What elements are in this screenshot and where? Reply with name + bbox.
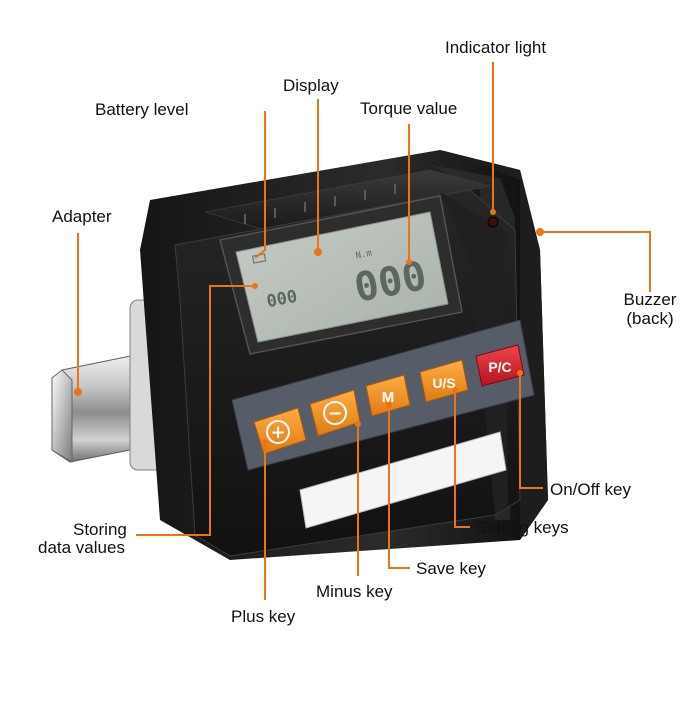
setting-key-label: U/S bbox=[432, 375, 455, 391]
callout-buzzer bbox=[540, 232, 650, 292]
indicator-light bbox=[488, 217, 498, 227]
callout-dot bbox=[517, 370, 523, 376]
callout-dot bbox=[452, 387, 458, 393]
label-minus-key: Minus key bbox=[316, 583, 393, 601]
label-torque-value: Torque value bbox=[360, 100, 457, 118]
label-on-off-key: On/Off key bbox=[550, 481, 631, 499]
callout-dot bbox=[262, 439, 268, 445]
label-setting-keys: Setting keys bbox=[476, 519, 569, 537]
callout-dot bbox=[536, 228, 544, 236]
label-adapter: Adapter bbox=[52, 208, 112, 226]
label-storing-line1: Storing bbox=[73, 521, 127, 539]
callout-dot bbox=[490, 209, 496, 215]
label-indicator-light: Indicator light bbox=[445, 39, 546, 57]
label-save-key: Save key bbox=[416, 560, 486, 578]
label-battery-level: Battery level bbox=[95, 101, 189, 119]
power-key-label: P/C bbox=[488, 359, 511, 375]
label-display: Display bbox=[283, 77, 339, 95]
callout-dot bbox=[386, 402, 392, 408]
plus-key-label: + bbox=[270, 422, 285, 443]
label-storing-line2: data values bbox=[38, 539, 125, 557]
minus-key-label: − bbox=[327, 403, 342, 424]
label-plus-key: Plus key bbox=[231, 608, 295, 626]
callout-dot bbox=[314, 248, 322, 256]
callout-dot bbox=[355, 421, 361, 427]
label-buzzer-back: (back) bbox=[612, 310, 688, 328]
callout-dot bbox=[74, 388, 82, 396]
callout-dot bbox=[406, 259, 412, 265]
callout-dot bbox=[252, 283, 258, 289]
label-buzzer: Buzzer bbox=[612, 291, 688, 309]
